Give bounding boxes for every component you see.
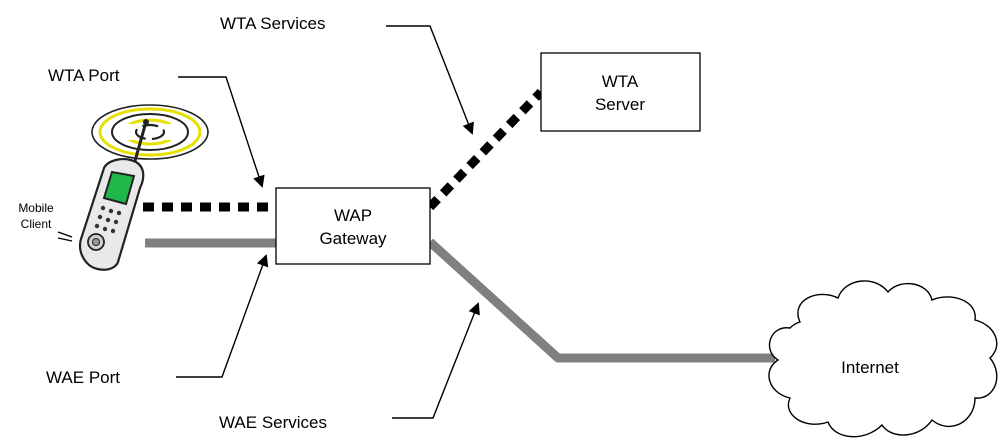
internet-node: Internet [768,280,998,438]
cloud-icon [768,280,998,438]
wta-services-callout: WTA Services [220,14,474,135]
mobile-client-callout [57,231,73,242]
mobile-client-label-line2: Client [21,217,52,231]
wae-services-callout: WAE Services [219,302,480,432]
mobile-client: Mobile Client [18,104,209,271]
signal-waves-icon [91,104,209,160]
wta-server-label-line2: Server [595,95,645,114]
wae-port-label: WAE Port [46,368,120,387]
wta-server-label-line1: WTA [602,72,639,91]
wae-link-gateway-internet [426,238,775,363]
wta-link-gateway-server [426,88,545,211]
wta-port-callout: WTA Port [48,66,265,188]
wap-gateway-node: WAP Gateway [275,187,431,265]
internet-label: Internet [841,358,899,377]
wap-gateway-label-line1: WAP [334,206,372,225]
wae-services-label: WAE Services [219,413,327,432]
wap-gateway-label-line2: Gateway [319,229,387,248]
wae-port-callout: WAE Port [46,254,269,387]
wta-server-node: WTA Server [540,52,701,132]
mobile-client-label-line1: Mobile [18,201,54,215]
wta-services-label: WTA Services [220,14,325,33]
mobile-phone-icon [78,119,149,271]
wta-port-label: WTA Port [48,66,120,85]
